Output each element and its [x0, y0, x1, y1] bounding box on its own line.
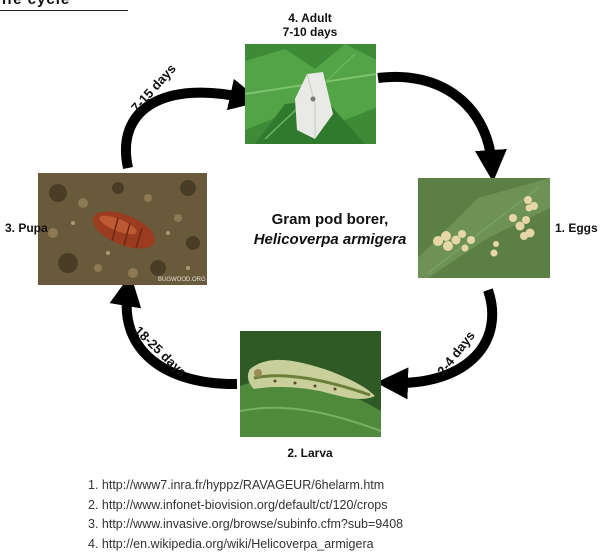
photo-watermark: BUGWOOD.ORG [158, 277, 206, 283]
reference-item: 1. http://www7.inra.fr/hyppz/RAVAGEUR/6h… [88, 476, 403, 496]
adult-duration: 7-10 days [245, 25, 375, 39]
eggs-photo [418, 178, 550, 278]
reference-list: 1. http://www7.inra.fr/hyppz/RAVAGEUR/6h… [88, 476, 403, 554]
common-name: Gram pod borer, [225, 210, 435, 230]
reference-item: 3. http://www.invasive.org/browse/subinf… [88, 515, 403, 535]
adult-moth-photo [245, 44, 376, 144]
larva-label: 2. Larva [280, 446, 340, 460]
reference-item: 4. http://en.wikipedia.org/wiki/Helicove… [88, 535, 403, 554]
adult-label: 4. Adult [245, 11, 375, 25]
diagram-title: Gram pod borer, Helicoverpa armigera [225, 210, 435, 250]
scientific-name: Helicoverpa armigera [225, 230, 435, 250]
pupa-label: 3. Pupa [5, 221, 65, 235]
eggs-label: 1. Eggs [555, 221, 611, 235]
larva-photo [240, 331, 381, 437]
arrow-adult-to-eggs [378, 77, 492, 166]
stage-label-adult: 4. Adult 7-10 days [245, 11, 375, 39]
reference-item: 2. http://www.infonet-biovision.org/defa… [88, 496, 403, 516]
